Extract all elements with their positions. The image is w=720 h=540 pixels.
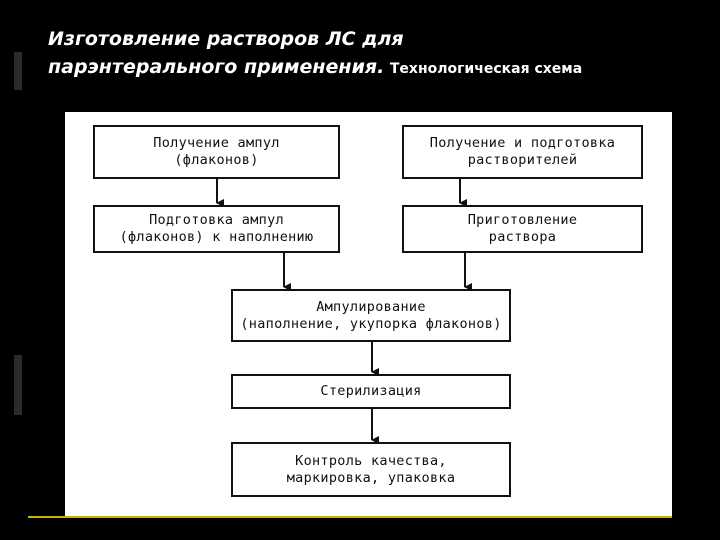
box-sterilization: Стерилизация bbox=[231, 374, 511, 409]
left-accent-bar-top bbox=[14, 52, 22, 90]
slide-title-suffix: Технологическая схема bbox=[389, 61, 583, 77]
slide-title-line1: Изготовление растворов ЛС для bbox=[48, 28, 404, 50]
box-quality-control: Контроль качества, маркировка, упаковка bbox=[231, 442, 511, 497]
flowchart-arrows bbox=[216, 179, 472, 444]
slide-title-main: парэнтерального применения. bbox=[48, 56, 385, 78]
technology-flowchart: Получение ампул (флаконов) Получение и п… bbox=[65, 112, 672, 517]
box-prepare-ampoules: Подготовка ампул (флаконов) к наполнению bbox=[93, 205, 340, 253]
box-ampouling: Ампулирование (наполнение, укупорка флак… bbox=[231, 289, 511, 342]
box-prepare-solvent: Получение и подготовка растворителей bbox=[402, 125, 643, 179]
slide-title-line2: парэнтерального применения. Технологичес… bbox=[48, 56, 582, 78]
box-receive-ampoules: Получение ампул (флаконов) bbox=[93, 125, 340, 179]
left-accent-bar-bottom bbox=[14, 355, 22, 415]
box-prepare-solution: Приготовление раствора bbox=[402, 205, 643, 253]
slide-bottom-edge bbox=[28, 516, 672, 518]
